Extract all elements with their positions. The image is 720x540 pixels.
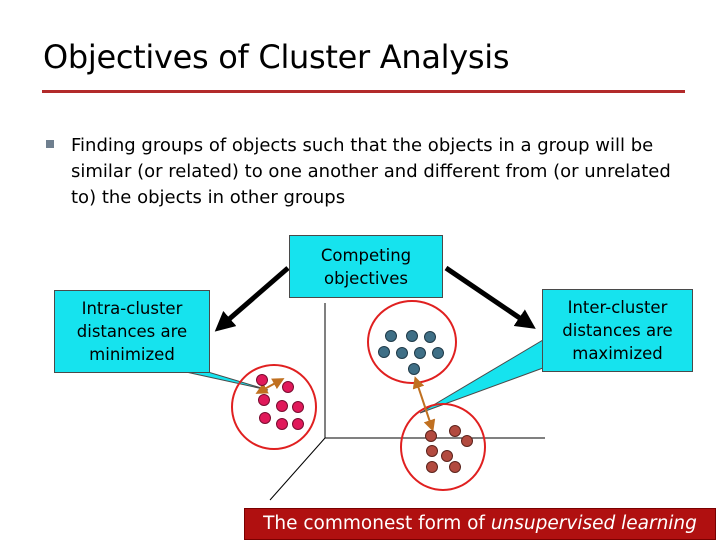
- competing-line-1: Competing: [320, 245, 412, 265]
- data-point: [276, 400, 288, 412]
- data-point: [432, 347, 444, 359]
- competing-line-2: objectives: [324, 268, 408, 288]
- intra-line-2: distances are: [76, 322, 188, 341]
- data-point: [414, 347, 426, 359]
- arrow-to-inter: [444, 265, 536, 329]
- data-point: [385, 330, 397, 342]
- data-point: [378, 346, 390, 358]
- data-point: [292, 401, 304, 413]
- data-point: [292, 418, 304, 430]
- inter-line-2: distances are: [562, 321, 673, 340]
- data-point: [425, 430, 437, 442]
- intra-cluster-callout: Intra-cluster distances are minimized: [54, 290, 210, 373]
- cluster-points-blue: [378, 330, 444, 375]
- data-point: [256, 374, 268, 386]
- axis-depth: [269, 437, 326, 501]
- inter-distance-arrow: [412, 376, 436, 432]
- data-point: [276, 418, 288, 430]
- competing-objectives-box: Competing objectives: [289, 235, 443, 298]
- bullet-square-icon: [46, 140, 54, 148]
- arrow-to-intra: [214, 266, 290, 332]
- inter-line-1: Inter-cluster: [567, 298, 668, 317]
- intra-line-1: Intra-cluster: [81, 299, 183, 318]
- cluster-ring-pink: [231, 364, 317, 450]
- intra-line-3: minimized: [89, 345, 175, 364]
- data-point: [449, 425, 461, 437]
- intra-callout-tail: [185, 371, 269, 391]
- cluster-points-brown: [425, 425, 473, 473]
- title-underline: [42, 90, 685, 93]
- data-point: [426, 445, 438, 457]
- data-point: [426, 461, 438, 473]
- footer-emphasis: unsupervised learning: [490, 513, 697, 534]
- data-point: [461, 435, 473, 447]
- cluster-ring-brown: [400, 403, 486, 491]
- intra-distance-arrow: [255, 378, 285, 394]
- data-point: [406, 330, 418, 342]
- footer-banner: The commonest form of unsupervised learn…: [244, 508, 716, 540]
- data-point: [441, 450, 453, 462]
- inter-cluster-callout: Inter-cluster distances are maximized: [542, 289, 693, 372]
- slide-title: Objectives of Cluster Analysis: [43, 38, 510, 76]
- cluster-points-pink: [256, 374, 304, 430]
- data-point: [258, 394, 270, 406]
- bullet-text: Finding groups of objects such that the …: [71, 135, 671, 208]
- data-point: [282, 381, 294, 393]
- cluster-ring-blue: [367, 300, 457, 384]
- inter-line-3: maximized: [572, 344, 663, 363]
- data-point: [424, 331, 436, 343]
- data-point: [408, 363, 420, 375]
- data-point: [396, 347, 408, 359]
- data-point: [259, 412, 271, 424]
- data-point: [449, 461, 461, 473]
- footer-prefix: The commonest form of: [263, 513, 491, 534]
